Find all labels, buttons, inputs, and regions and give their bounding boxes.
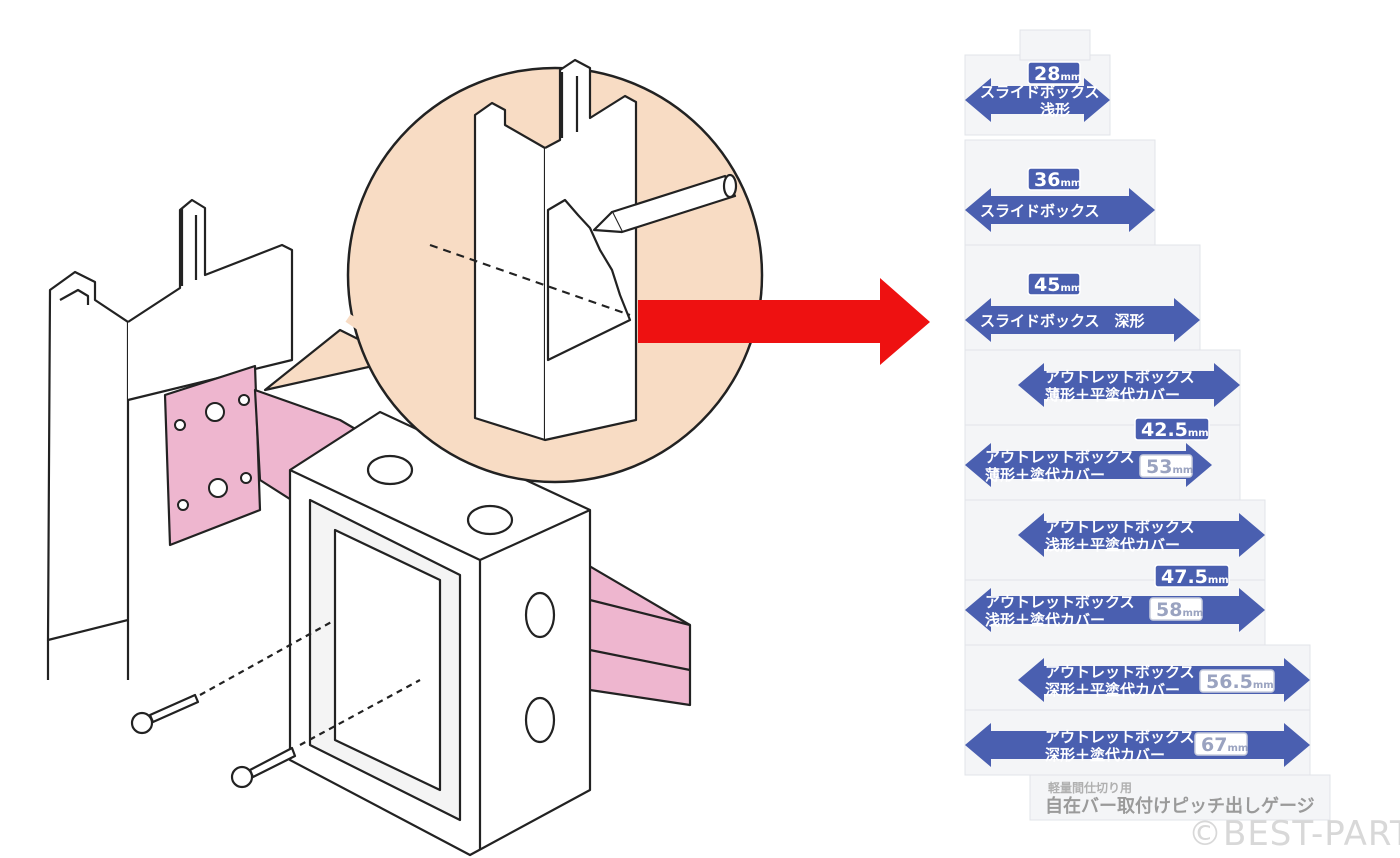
- detail-bubble: [263, 58, 764, 484]
- gauge-label-line1: アウトレットボックス: [1045, 368, 1195, 386]
- gauge-label-line2: 薄形＋塗代カバー: [985, 466, 1105, 484]
- size-badge: [1199, 669, 1275, 693]
- size-badge: [1027, 61, 1081, 85]
- marker-pen-icon: [592, 173, 738, 234]
- gauge-footer-title: 自在バー取付けピッチ出しゲージ: [1045, 795, 1315, 817]
- pink-mounting-plate: [163, 364, 262, 547]
- red-arrow-icon: [638, 278, 930, 365]
- size-badge: [1194, 732, 1248, 756]
- watermark-text: ©BEST-PARTS: [1188, 814, 1400, 854]
- gauge-label-line1: スライドボックス: [980, 83, 1100, 101]
- double-arrow-icon: [965, 188, 1155, 232]
- gauge-label-line1: アウトレットボックス: [985, 448, 1135, 466]
- gauge-label-line1: スライドボックス 深形: [980, 312, 1145, 330]
- gauge-card: [964, 244, 1201, 351]
- gauge-label-line1: アウトレットボックス: [1045, 518, 1195, 536]
- steel-stud-side: [127, 198, 294, 402]
- steel-stud-front: [46, 270, 130, 642]
- gauge-label-line2: 薄形＋平塗代カバー: [1045, 386, 1180, 404]
- size-badge: [1027, 272, 1081, 296]
- gauge-label-line2: 深形＋塗代カバー: [1045, 746, 1165, 764]
- size-badge: [1154, 564, 1230, 588]
- double-arrow-icon: [1018, 513, 1265, 557]
- stud-closeup-front: [473, 101, 547, 442]
- screw-lower: [230, 746, 297, 789]
- size-badge: [1139, 454, 1193, 478]
- size-badge: [1134, 417, 1210, 441]
- double-arrow-icon: [965, 298, 1200, 342]
- gauge-label-line1: スライドボックス: [980, 202, 1100, 220]
- double-arrow-icon: [1018, 363, 1240, 407]
- gauge-label-line1: アウトレットボックス: [1045, 728, 1195, 746]
- screw-upper: [130, 693, 200, 735]
- steel-stud-assembly: [46, 198, 692, 857]
- gauge-label-line2: 深形＋平塗代カバー: [1045, 681, 1180, 699]
- gauge-footer-card: [1029, 774, 1331, 821]
- gauge-footer-small: 軽量間仕切り用: [1048, 780, 1132, 795]
- gauge-card: [964, 139, 1156, 246]
- gauge-label-line2: 浅形: [1040, 101, 1070, 119]
- size-badge: [1149, 597, 1203, 621]
- size-badge: [1027, 167, 1081, 191]
- double-arrow-icon: [965, 78, 1110, 122]
- gauge-label-line2: 浅形＋平塗代カバー: [1045, 536, 1180, 554]
- gauge-label-line2: 浅形＋塗代カバー: [985, 611, 1105, 629]
- gauge-label-line1: アウトレットボックス: [985, 593, 1135, 611]
- gauge-label-line1: アウトレットボックス: [1045, 663, 1195, 681]
